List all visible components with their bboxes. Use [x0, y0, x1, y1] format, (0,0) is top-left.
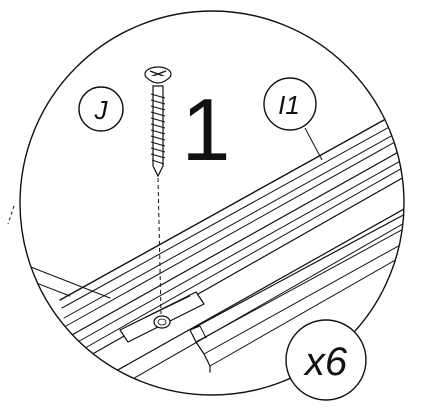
- screw-thread: [150, 93, 166, 165]
- screw-callout: J: [78, 86, 124, 132]
- lower-rail-4: [195, 219, 404, 343]
- quantity-callout: x6: [285, 319, 367, 401]
- rail-edge-top: [59, 99, 404, 301]
- quantity-callout-circle: [285, 319, 367, 401]
- step-number: 1: [182, 80, 231, 179]
- lower-rail-6: [209, 245, 404, 367]
- rail-groove-5: [73, 149, 404, 345]
- leader-line: [7, 205, 15, 225]
- rail-callout-leader: [304, 127, 323, 161]
- channel-end: [189, 329, 211, 373]
- rail-callout: I1: [263, 77, 323, 161]
- screw-callout-label: J: [94, 95, 109, 125]
- screw-neck: [144, 75, 172, 84]
- screw-hole-inner: [157, 318, 167, 326]
- rail-assembly: [20, 99, 404, 395]
- screw-callout-circle: [78, 86, 124, 132]
- screw-bracket-inner: [127, 295, 191, 327]
- screw-hole: [153, 315, 171, 329]
- rail-callout-label: I1: [278, 90, 300, 120]
- floor-line: [20, 261, 111, 299]
- rail-groove-1: [61, 109, 404, 309]
- quantity-callout-label: x6: [303, 340, 348, 384]
- rail-groove-4: [69, 139, 404, 337]
- screw-path: [157, 177, 162, 315]
- lower-rail-1: [99, 199, 404, 381]
- rail-groove-6: [77, 157, 404, 353]
- lower-rail-3: [189, 205, 404, 331]
- rail-groove-3: [65, 127, 404, 327]
- channel-lip: [189, 325, 207, 339]
- screw: [144, 66, 172, 315]
- lower-rail-2: [109, 213, 404, 393]
- rail-callout-circle: [263, 77, 317, 131]
- lower-rail-5: [203, 233, 404, 355]
- rail-groove-2: [63, 119, 404, 319]
